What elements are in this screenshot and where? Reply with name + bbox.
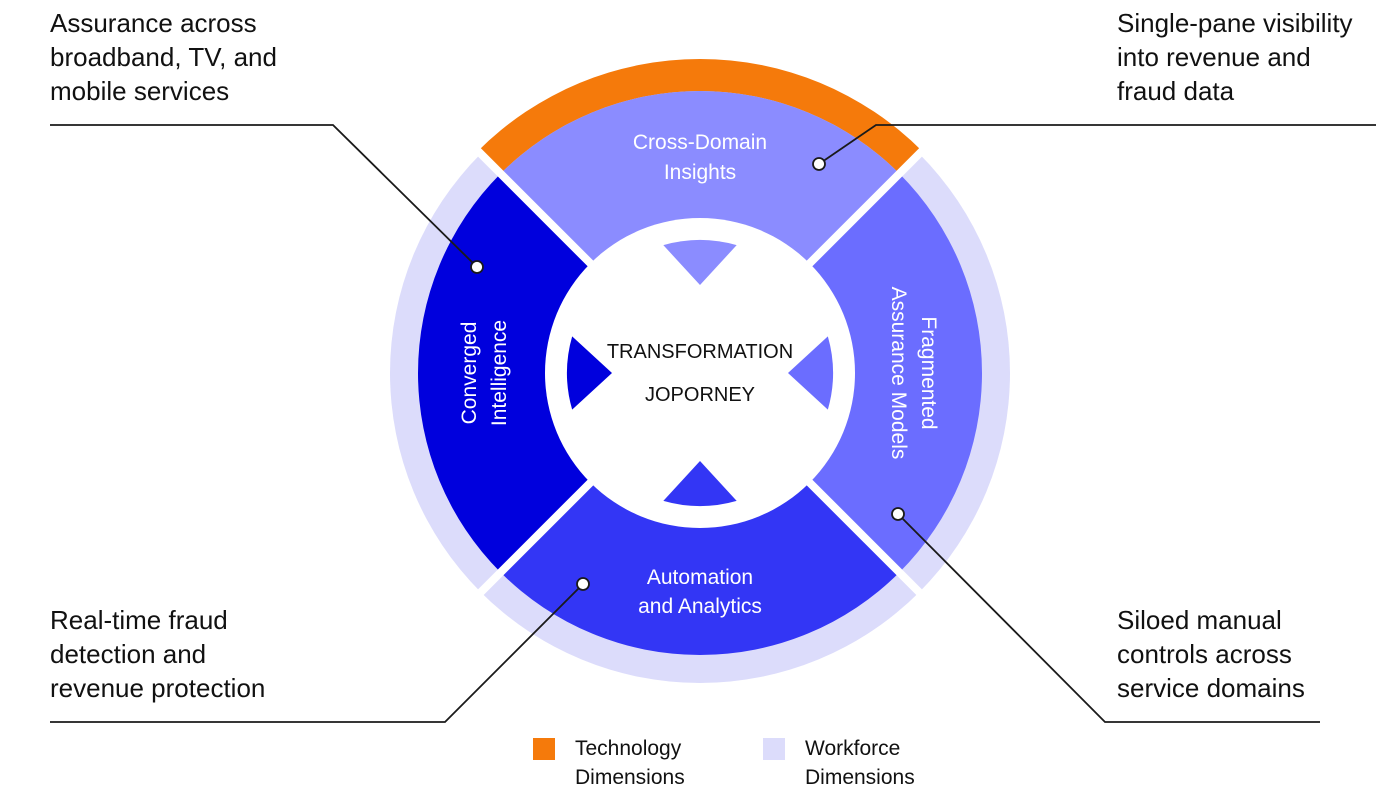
leader-line-bottom-right xyxy=(897,513,1320,723)
segment-label-top-line1: Cross-Domain xyxy=(633,131,767,154)
callout-bottom-left: Real-time fraud detection and revenue pr… xyxy=(50,605,266,703)
center-circle xyxy=(545,218,855,528)
segment-label-bottom-line1: Automation xyxy=(647,566,753,589)
callout-top-left: Assurance across broadband, TV, and mobi… xyxy=(50,8,277,106)
pointer-wedge-bottom xyxy=(663,461,737,506)
leader-line-top-right xyxy=(818,124,1376,165)
leader-dot-top-right xyxy=(812,157,826,171)
segment-cross-domain-insights xyxy=(500,91,900,267)
segment-label-bottom-line2: and Analytics xyxy=(638,595,762,618)
segment-label-right-line1: Fragmented xyxy=(917,316,940,429)
segment-separators xyxy=(470,143,930,603)
legend-swatch-workforce xyxy=(763,738,785,760)
leader-line-top-left xyxy=(50,124,478,268)
leader-dot-top-left xyxy=(470,260,484,274)
legend-label-technology: Technology Dimensions xyxy=(575,737,685,789)
callout-bottom-right: Siloed manual controls across service do… xyxy=(1117,605,1305,703)
segment-label-left-line2: Intelligence xyxy=(488,320,511,426)
technology-arc xyxy=(477,58,923,174)
center-title-line1: TRANSFORMATION xyxy=(607,341,793,363)
legend-label-workforce: Workforce Dimensions xyxy=(805,737,915,789)
segment-label-top-line2: Insights xyxy=(664,161,736,184)
legend-swatch-technology xyxy=(533,738,555,760)
pointer-wedge-top xyxy=(663,240,737,285)
legend-technology: Technology Dimensions xyxy=(533,734,685,792)
segment-automation-and-analytics xyxy=(500,479,900,656)
segment-label-right-line2: Assurance Models xyxy=(887,287,910,460)
pointer-wedge-right xyxy=(788,336,833,410)
leader-line-bottom-left xyxy=(50,583,584,723)
leader-dot-bottom-right xyxy=(891,507,905,521)
segment-converged-intelligence xyxy=(418,173,594,573)
center-title-line2: JOPORNEY xyxy=(645,384,755,406)
leader-dot-bottom-left xyxy=(576,577,590,591)
pointer-wedge-left xyxy=(567,336,612,410)
segment-label-left-line1: Converged xyxy=(458,322,481,425)
callout-top-right: Single-pane visibility into revenue and … xyxy=(1117,8,1353,106)
legend-workforce: Workforce Dimensions xyxy=(763,734,915,792)
segment-fragmented-assurance-models xyxy=(806,173,982,573)
